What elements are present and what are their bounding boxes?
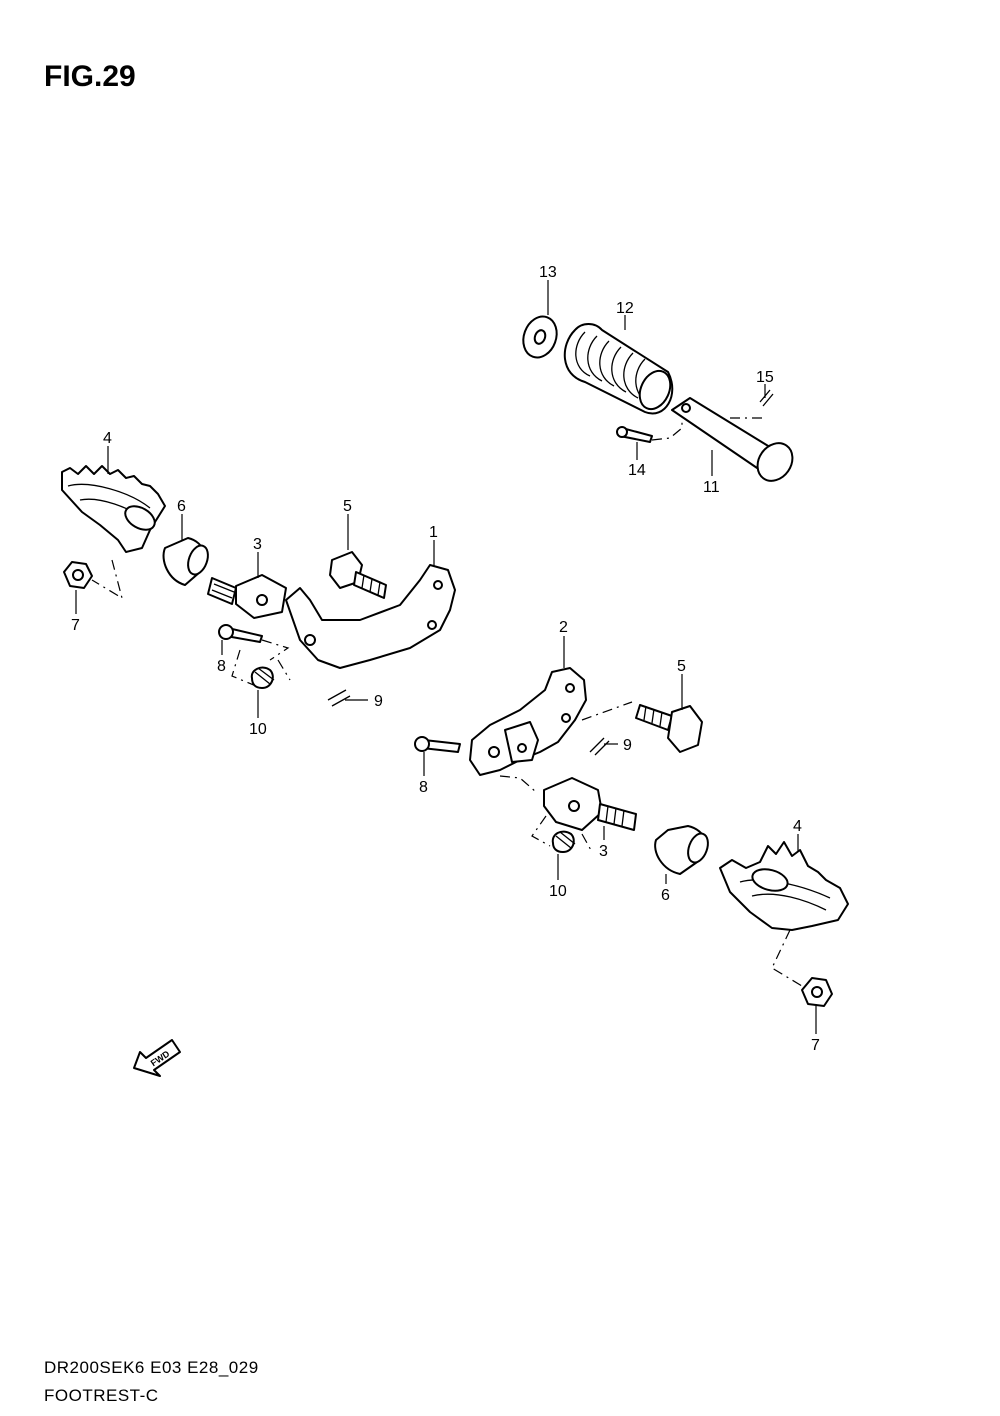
footrest-peg-part-4-right (719, 841, 849, 931)
callout-7-right: 7 (811, 1037, 820, 1054)
figure-name: FOOTREST-C (44, 1386, 159, 1405)
bolt-part-5-right (635, 704, 703, 753)
spring-part-10-left (250, 666, 275, 689)
footrest-peg-part-4-left (61, 465, 166, 553)
footrest-bar-part-11 (671, 397, 794, 482)
callout-6-left: 6 (177, 498, 186, 515)
callout-11: 11 (703, 479, 720, 496)
callout-7-left: 7 (71, 617, 80, 634)
footrest-bracket-part-1 (285, 564, 456, 669)
callout-leaders (75, 280, 817, 1034)
callout-6-right: 6 (661, 887, 670, 904)
figure-code: DR200SEK6 E03 E28_029 (44, 1358, 259, 1377)
pivot-shaft-part-3-right (543, 777, 637, 831)
cotter-pin-part-9-right (589, 737, 610, 756)
callout-10-right: 10 (549, 883, 567, 900)
callout-8-left: 8 (217, 658, 226, 675)
callout-5-right: 5 (677, 658, 686, 675)
washer-part-13 (522, 315, 558, 359)
callout-1: 1 (429, 524, 438, 541)
callout-4-left: 4 (103, 430, 112, 447)
cotter-pin-part-15 (759, 389, 774, 407)
grip-rubber-part-12 (563, 323, 674, 415)
callout-9-right: 9 (623, 737, 632, 754)
bushing-part-6-left (162, 537, 209, 586)
pivot-shaft-part-3-left (207, 574, 287, 619)
callout-15: 15 (756, 369, 774, 386)
spring-part-10-right (551, 830, 576, 853)
callout-12: 12 (616, 300, 634, 317)
figure-title: FIG.29 (44, 60, 136, 93)
callout-2: 2 (559, 619, 568, 636)
nut-part-7-left (63, 561, 93, 589)
bolt-part-5-left (329, 551, 387, 599)
pin-part-8-right (414, 736, 461, 753)
fwd-arrow-icon: FWD (133, 1039, 181, 1077)
pin-part-14 (616, 426, 653, 443)
callout-14: 14 (628, 462, 646, 479)
cotter-pin-part-9-left (327, 689, 351, 707)
callout-10-left: 10 (249, 721, 267, 738)
callout-8-right: 8 (419, 779, 428, 796)
nut-part-7-right (801, 977, 833, 1007)
callout-4-right: 4 (793, 818, 802, 835)
callout-3-left: 3 (253, 536, 262, 553)
footrest-bracket-part-2 (469, 667, 587, 776)
callout-3-right: 3 (599, 843, 608, 860)
callout-13: 13 (539, 264, 557, 281)
callout-9-left: 9 (374, 693, 383, 710)
callout-5-left: 5 (343, 498, 352, 515)
pin-part-8-left (218, 624, 263, 643)
bushing-part-6-right (654, 825, 709, 875)
